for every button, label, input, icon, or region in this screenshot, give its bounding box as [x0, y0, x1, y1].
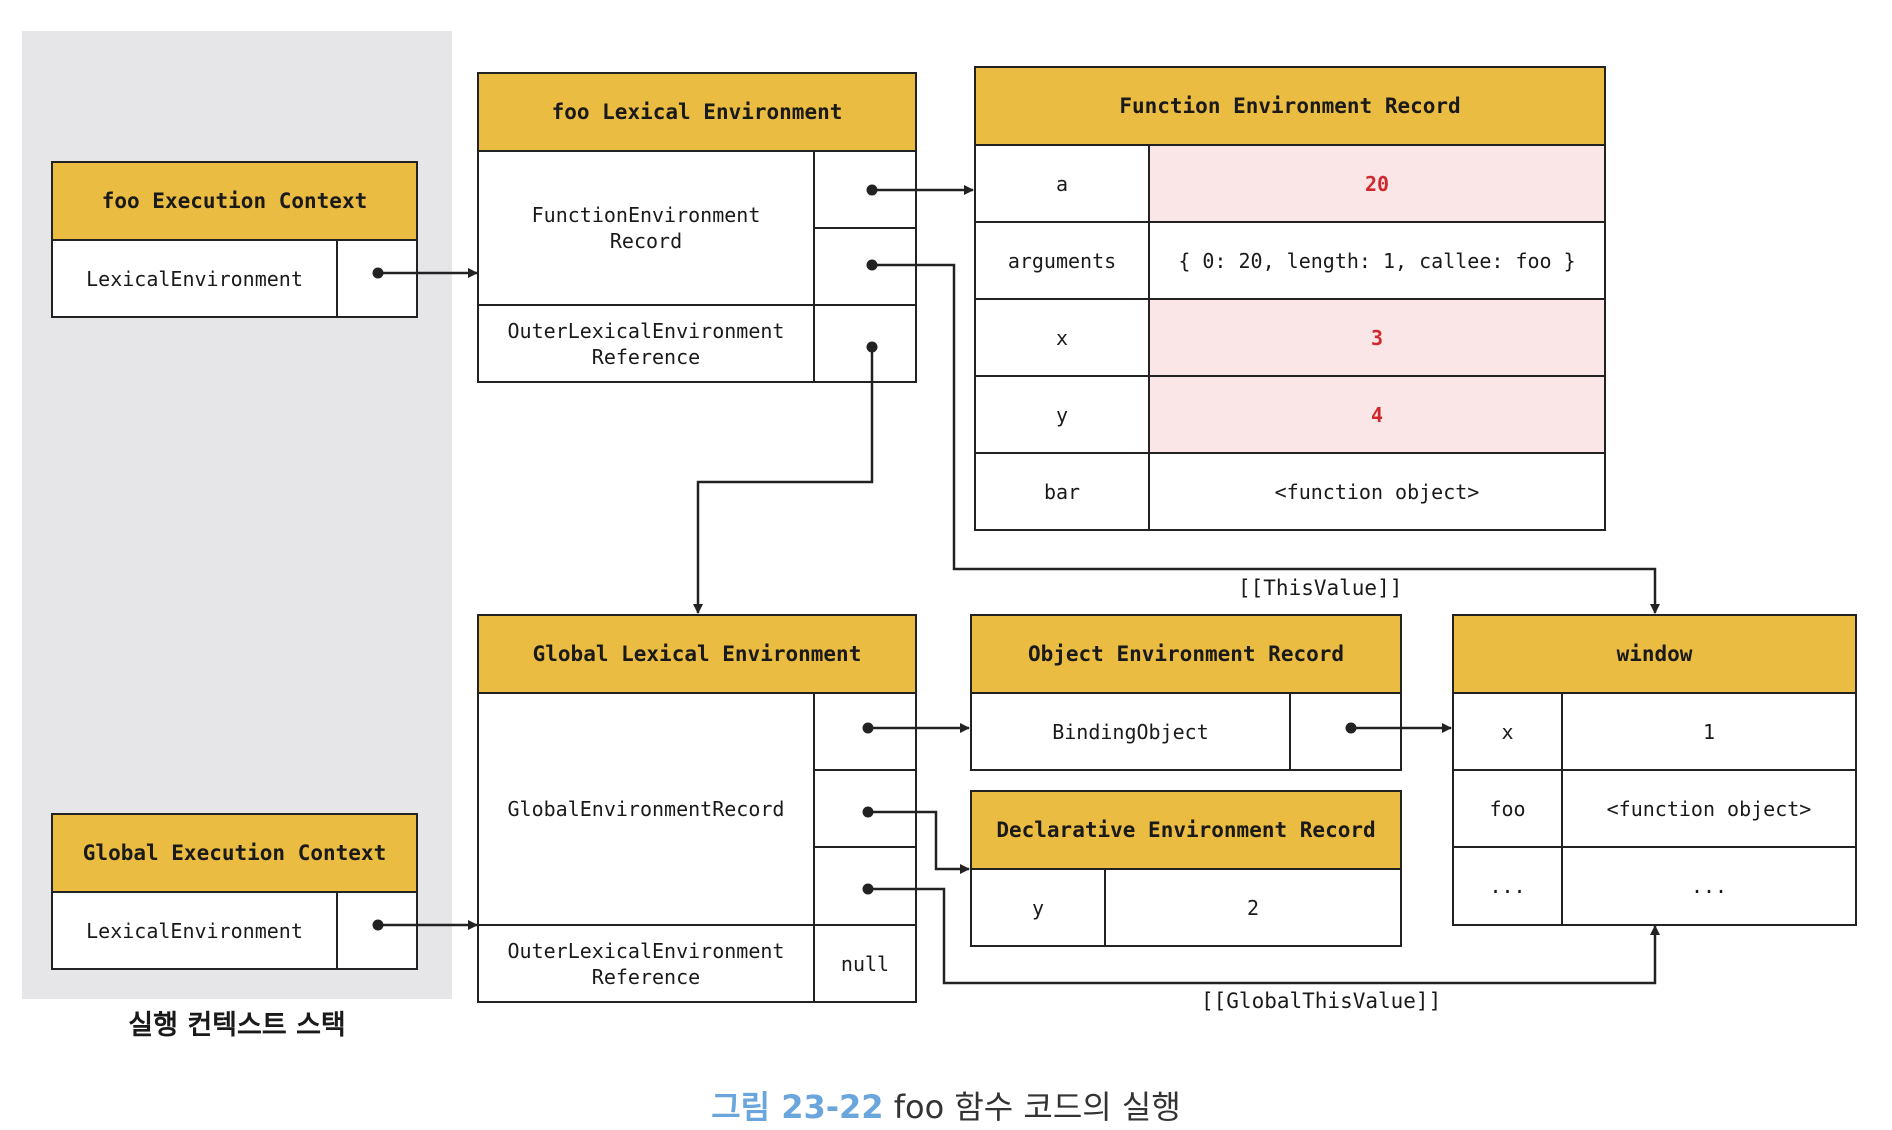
fer-row-key: bar [974, 452, 1150, 531]
declarative-environment-record-title: Declarative Environment Record [970, 790, 1402, 870]
caption-text: foo 함수 코드의 실행 [883, 1088, 1181, 1126]
foo-lexical-environment-title: foo Lexical Environment [477, 72, 917, 152]
window-row-key: x [1452, 692, 1563, 771]
caption-figure-number: 그림 23-22 [711, 1088, 884, 1126]
global-le-record-label: GlobalEnvironmentRecord [477, 692, 815, 926]
global-lexical-environment-title: Global Lexical Environment [477, 614, 917, 694]
object-environment-record-title: Object Environment Record [970, 614, 1402, 694]
der-key: y [970, 868, 1106, 947]
global-this-value-label: [[GlobalThisValue]] [1201, 989, 1442, 1013]
global-le-outer-label: OuterLexicalEnvironment Reference [477, 924, 815, 1003]
foo-le-record-label: FunctionEnvironment Record [477, 150, 815, 306]
global-ec-pointer-cell [336, 891, 418, 970]
global-execution-context-title: Global Execution Context [51, 813, 418, 893]
arrow-foo-outer-to-global-le [693, 347, 874, 614]
stack-title: 실행 컨텍스트 스택 [128, 1010, 346, 1041]
der-value: 2 [1104, 868, 1402, 947]
figure-caption: 그림 23-22 foo 함수 코드의 실행 [0, 1082, 1892, 1128]
arrow-this-value [872, 263, 1660, 614]
foo-ec-pointer-cell [336, 239, 418, 318]
this-value-label: [[ThisValue]] [1238, 576, 1403, 600]
global-le-outer-null: null [813, 924, 917, 1003]
oer-pointer-cell [1289, 692, 1402, 771]
window-row-value: ... [1561, 846, 1857, 926]
oer-binding-object: BindingObject [970, 692, 1291, 771]
arrow-global-record-to-der [868, 810, 970, 874]
fer-row-value: <function object> [1148, 452, 1606, 531]
foo-execution-context-title: foo Execution Context [51, 161, 418, 241]
foo-le-outer-pointer [813, 304, 917, 383]
fer-row-value: { 0: 20, length: 1, callee: foo } [1148, 221, 1606, 300]
foo-le-outer-label: OuterLexicalEnvironment Reference [477, 304, 815, 383]
window-row-value: <function object> [1561, 769, 1857, 848]
arrow-global-this-value [868, 887, 1660, 985]
foo-le-record-pointer-2 [813, 227, 917, 306]
window-title: window [1452, 614, 1857, 694]
window-row-key: foo [1452, 769, 1563, 848]
global-ec-lexical-environment: LexicalEnvironment [51, 891, 338, 970]
fer-row-value: 4 [1148, 375, 1606, 454]
window-row-value: 1 [1561, 692, 1857, 771]
